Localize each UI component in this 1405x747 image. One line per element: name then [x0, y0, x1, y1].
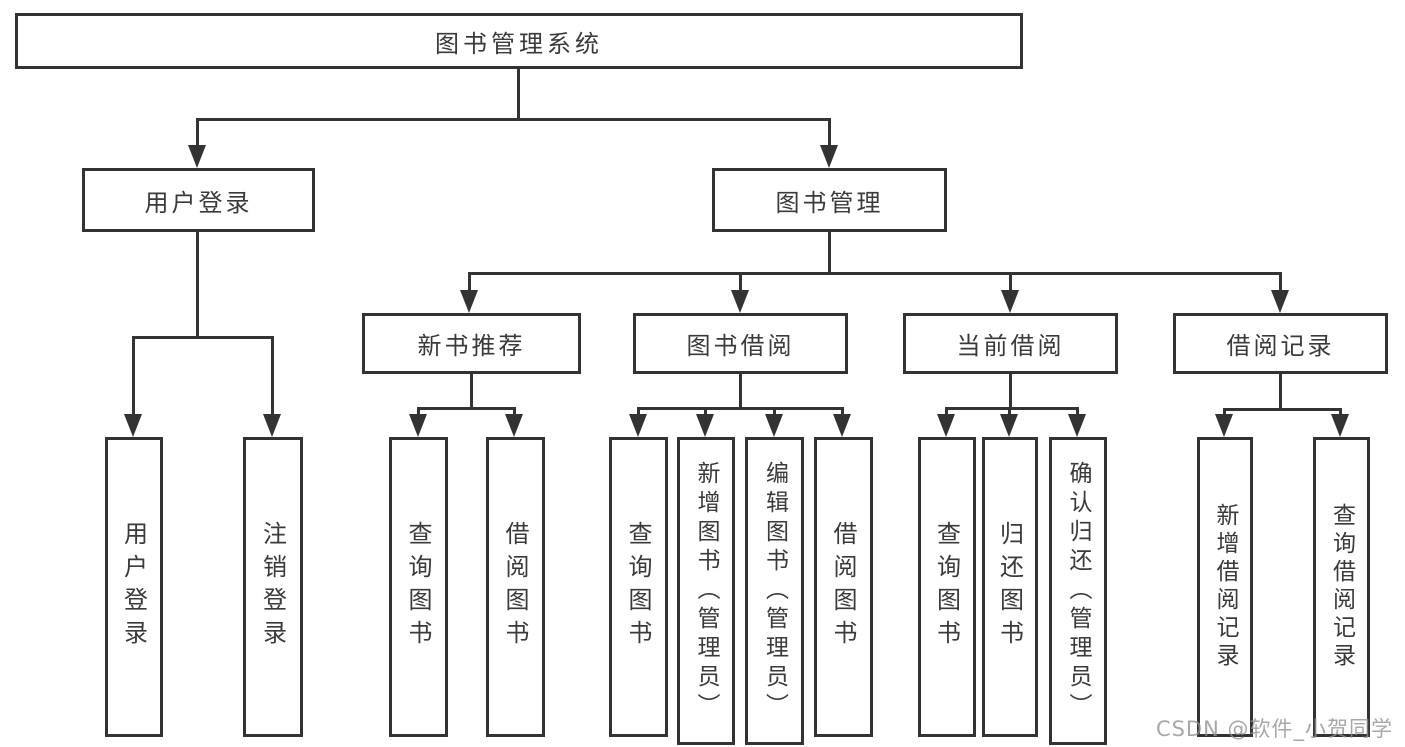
down-arrow-icon — [263, 414, 281, 437]
node-current-borrowing: 当前借阅 — [903, 313, 1118, 374]
down-arrow-icon — [937, 414, 955, 437]
connector-line — [517, 69, 520, 118]
leaf-user-login: 用户登录 — [105, 437, 163, 737]
node-user-login: 用户登录 — [82, 168, 315, 232]
down-arrow-icon — [1331, 414, 1349, 437]
node-new-book-recommend: 新书推荐 — [362, 313, 581, 374]
down-arrow-icon — [629, 414, 647, 437]
down-arrow-icon — [1001, 290, 1019, 313]
down-arrow-icon — [1068, 414, 1086, 437]
connector-line — [196, 232, 199, 336]
watermark: CSDN @软件_小贺同学 — [1155, 717, 1393, 741]
connector-line — [828, 118, 831, 148]
connector-line — [1339, 408, 1342, 416]
connector-line — [470, 374, 473, 407]
leaf-edit-books-admin: 编辑图书（管理员） — [745, 437, 804, 745]
connector-line — [1009, 272, 1012, 292]
connector-line — [1279, 374, 1282, 408]
connector-line — [1223, 408, 1342, 411]
leaf-query-books-recommend: 查询图书 — [389, 437, 448, 737]
down-arrow-icon — [124, 414, 142, 437]
leaf-confirm-return-admin: 确认归还（管理员） — [1049, 437, 1107, 745]
leaf-return-books: 归还图书 — [982, 437, 1038, 737]
leaf-logout: 注销登录 — [243, 437, 303, 737]
down-arrow-icon — [460, 290, 478, 313]
connector-line — [1076, 407, 1079, 416]
connector-line — [637, 407, 844, 410]
down-arrow-icon — [833, 414, 851, 437]
connector-line — [739, 272, 742, 292]
connector-line — [1009, 374, 1012, 407]
connector-line — [271, 336, 274, 416]
connector-line — [132, 336, 135, 416]
connector-line — [417, 407, 516, 410]
leaf-add-books-admin: 新增图书（管理员） — [677, 437, 735, 745]
down-arrow-icon — [505, 414, 523, 437]
connector-line — [417, 407, 420, 416]
leaf-borrow-books-recommend: 借阅图书 — [486, 437, 545, 737]
connector-line — [132, 336, 274, 339]
connector-line — [739, 374, 742, 407]
leaf-query-borrow-record: 查询借阅记录 — [1313, 437, 1370, 737]
down-arrow-icon — [820, 145, 838, 168]
connector-line — [1279, 272, 1282, 292]
connector-line — [196, 118, 831, 121]
connector-line — [773, 407, 776, 416]
down-arrow-icon — [1215, 414, 1233, 437]
down-arrow-icon — [1271, 290, 1289, 313]
connector-line — [704, 407, 707, 416]
down-arrow-icon — [765, 414, 783, 437]
connector-line — [637, 407, 640, 416]
connector-line — [513, 407, 516, 416]
down-arrow-icon — [1000, 414, 1018, 437]
down-arrow-icon — [696, 414, 714, 437]
down-arrow-icon — [409, 414, 427, 437]
connector-line — [828, 232, 831, 272]
connector-line — [945, 407, 948, 416]
connector-line — [196, 118, 199, 148]
leaf-query-books-current: 查询图书 — [918, 437, 976, 737]
connector-line — [468, 272, 471, 292]
down-arrow-icon — [188, 145, 206, 168]
down-arrow-icon — [731, 290, 749, 313]
connector-line — [945, 407, 1078, 410]
node-borrowing-records: 借阅记录 — [1173, 313, 1388, 374]
connector-line — [1223, 408, 1226, 416]
leaf-query-books-borrowing: 查询图书 — [609, 437, 668, 737]
connector-line — [468, 272, 1282, 275]
leaf-add-borrow-record: 新增借阅记录 — [1197, 437, 1253, 737]
node-book-management: 图书管理 — [712, 168, 947, 232]
node-root: 图书管理系统 — [15, 13, 1023, 69]
node-book-borrowing: 图书借阅 — [633, 313, 848, 374]
connector-line — [841, 407, 844, 416]
leaf-borrow-books-borrowing: 借阅图书 — [814, 437, 873, 737]
connector-line — [1008, 407, 1011, 416]
